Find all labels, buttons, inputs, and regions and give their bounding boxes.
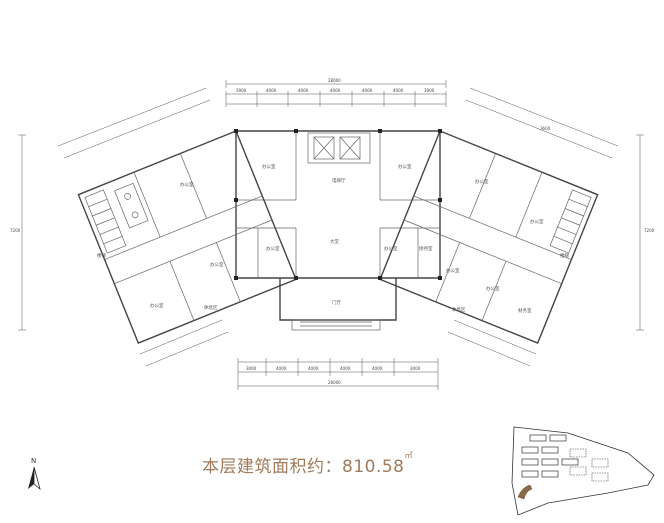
room-label-office: 办公室	[446, 267, 460, 274]
room-label-office: 办公室	[150, 302, 164, 309]
room-label-elevator-hall: 电梯厅	[332, 177, 346, 184]
room-label-entrance: 门厅	[332, 299, 341, 306]
site-key-map	[511, 426, 655, 516]
dim-right-side: 7200	[644, 228, 655, 233]
room-label-office: 办公室	[210, 261, 224, 268]
room-labels: 办公室 办公室 电梯厅 大堂 门厅 办公室 办公室 接待室 办公室 办公室 办公…	[97, 163, 569, 314]
bottom-dimensions: 3000 4000 4000 4000 4000 3000 28000	[237, 358, 439, 390]
dim-bottom-seg: 4000	[372, 366, 383, 371]
room-label-lobby: 大堂	[330, 238, 339, 245]
dim-top-seg: 4000	[266, 88, 277, 93]
room-label-stair: 楼梯	[560, 252, 569, 259]
dim-bottom-seg: 3000	[410, 366, 421, 371]
room-label-office: 办公室	[530, 218, 544, 225]
floor-area-text: 本层建筑面积约：810.58	[202, 457, 405, 477]
dim-top-total: 28000	[328, 78, 341, 83]
north-arrow-icon: N	[28, 457, 41, 491]
dim-top-seg: 3900	[236, 88, 247, 93]
room-label-office: 办公室	[266, 245, 280, 252]
dim-top-seg: 4000	[393, 88, 404, 93]
right-wing-dimensions: 7200 3600	[447, 87, 655, 367]
dim-top-seg: 4000	[298, 88, 309, 93]
dim-bottom-seg: 4000	[340, 366, 351, 371]
left-wing	[77, 130, 297, 344]
room-label-reception: 接待室	[419, 245, 433, 252]
room-label-finance: 财务室	[518, 307, 532, 314]
right-wing	[379, 130, 599, 344]
dim-top-seg: 3900	[424, 88, 435, 93]
dim-right-wing: 3600	[540, 126, 551, 131]
room-label-office: 办公室	[262, 163, 276, 170]
room-label-office: 办公室	[486, 285, 500, 292]
dim-bottom-seg: 3000	[246, 366, 257, 371]
dim-left-side: 7200	[10, 228, 21, 233]
room-label-office: 办公室	[475, 178, 489, 185]
columns	[234, 129, 442, 280]
room-label-office: 办公室	[180, 181, 194, 188]
center-block	[235, 130, 441, 331]
room-label-office: 办公室	[398, 163, 412, 170]
dim-bottom-seg: 4000	[308, 366, 319, 371]
current-building-marker	[517, 484, 533, 500]
dim-bottom-total: 28000	[328, 380, 341, 385]
top-dimensions: 28000 3900 4000 4000 4000 4000 4000 3900	[225, 78, 447, 107]
room-label-lounge: 休息区	[204, 304, 218, 311]
floor-plan: 办公室 办公室 电梯厅 大堂 门厅 办公室 办公室 接待室 办公室 办公室 办公…	[10, 78, 655, 390]
dim-bottom-seg: 4000	[276, 366, 287, 371]
room-label-office: 办公室	[384, 245, 398, 252]
floor-area-label: 本层建筑面积约：810.58㎡	[202, 451, 413, 477]
room-label-stair: 楼梯	[97, 252, 106, 259]
left-wing-dimensions: 7200	[10, 87, 229, 367]
dim-top-seg: 4000	[330, 88, 341, 93]
floor-area-unit: ㎡	[404, 451, 413, 460]
dim-top-seg: 4000	[362, 88, 373, 93]
room-label-lounge: 休息区	[452, 306, 466, 313]
north-letter: N	[31, 457, 36, 465]
